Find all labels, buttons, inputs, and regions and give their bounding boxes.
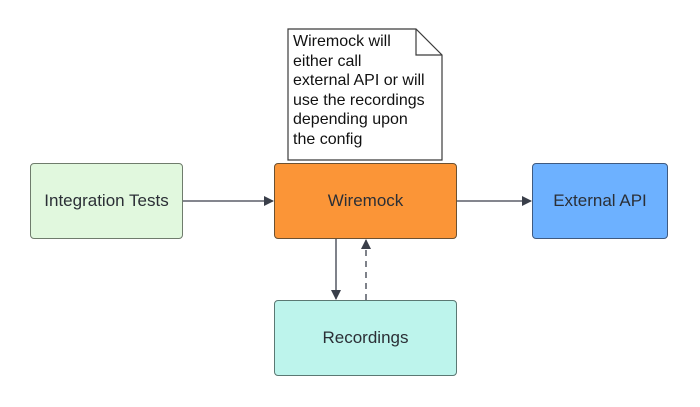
note-shape bbox=[287, 28, 443, 161]
integration-tests-label: Integration Tests bbox=[44, 191, 169, 210]
external-api-label: External API bbox=[553, 191, 647, 210]
note-text: Wiremock will either call external API o… bbox=[293, 33, 425, 148]
recordings-label: Recordings bbox=[322, 328, 409, 347]
wiremock-node: Wiremock bbox=[274, 163, 457, 239]
integration-tests-node: Integration Tests bbox=[30, 163, 183, 239]
recordings-node: Recordings bbox=[274, 300, 457, 376]
external-api-node: External API bbox=[532, 163, 668, 239]
wiremock-label: Wiremock bbox=[327, 191, 404, 210]
